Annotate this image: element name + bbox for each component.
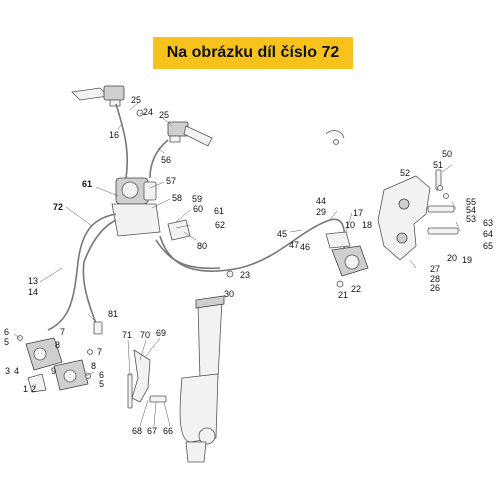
- callout-25: 25: [131, 95, 141, 105]
- sensor-bracket: [127, 349, 167, 409]
- callout-7: 7: [97, 347, 102, 357]
- callout-81: 81: [108, 309, 118, 319]
- highlight-banner: Na obrázku díl číslo 72: [153, 37, 353, 69]
- callout-22: 22: [351, 284, 361, 294]
- callout-7: 7: [60, 327, 65, 337]
- callout-14: 14: [28, 287, 38, 297]
- brake-hoses: [47, 103, 346, 331]
- wheel-speed-sensor: [93, 321, 103, 335]
- callout-58: 58: [172, 193, 182, 203]
- callout-55: 55: [466, 197, 476, 207]
- callout-64: 64: [483, 229, 493, 239]
- callout-59: 59: [192, 194, 202, 204]
- callout-63: 63: [483, 218, 493, 228]
- front-fork-leg: [179, 295, 225, 463]
- callout-69: 69: [156, 328, 166, 338]
- callout-21: 21: [338, 290, 348, 300]
- callout-56: 56: [161, 155, 171, 165]
- callout-6: 6: [99, 370, 104, 380]
- callout-16: 16: [109, 130, 119, 140]
- callout-4: 4: [14, 366, 19, 376]
- callout-66: 66: [163, 426, 173, 436]
- callout-28: 28: [430, 274, 440, 284]
- rear-master-cylinder: [167, 121, 213, 147]
- callout-5: 5: [99, 379, 104, 389]
- callout-72: 72: [53, 202, 63, 212]
- callout-29: 29: [316, 207, 326, 217]
- callout-2: 2: [31, 384, 36, 394]
- callout-51: 51: [433, 160, 443, 170]
- callout-18: 18: [362, 220, 372, 230]
- callout-50: 50: [442, 149, 452, 159]
- callout-70: 70: [140, 330, 150, 340]
- callout-10: 10: [345, 220, 355, 230]
- callout-71: 71: [122, 330, 132, 340]
- callout-1: 1: [23, 384, 28, 394]
- callout-8: 8: [91, 361, 96, 371]
- callout-25: 25: [159, 110, 169, 120]
- callout-44: 44: [316, 196, 326, 206]
- callout-60: 60: [193, 204, 203, 214]
- callout-3: 3: [5, 366, 10, 376]
- bracket: [167, 219, 191, 241]
- callout-9: 9: [51, 366, 56, 376]
- callout-61: 61: [82, 179, 92, 189]
- callout-24: 24: [143, 107, 153, 117]
- callout-23: 23: [240, 270, 250, 280]
- callout-57: 57: [166, 176, 176, 186]
- callout-30: 30: [224, 289, 234, 299]
- leader-lines: [13, 102, 461, 427]
- front-master-cylinder: [71, 85, 125, 107]
- callout-52: 52: [400, 168, 410, 178]
- callout-65: 65: [483, 241, 493, 251]
- callout-27: 27: [430, 264, 440, 274]
- callout-68: 68: [132, 426, 142, 436]
- front-caliper: [25, 337, 89, 393]
- callout-62: 62: [215, 220, 225, 230]
- abs-modulator: [111, 177, 161, 237]
- callout-46: 46: [300, 242, 310, 252]
- callout-5: 5: [4, 337, 9, 347]
- callout-8: 8: [55, 340, 60, 350]
- footrest-bracket: [377, 169, 459, 261]
- rear-caliper: [325, 231, 369, 277]
- callout-67: 67: [147, 426, 157, 436]
- callout-53: 53: [466, 214, 476, 224]
- callout-6: 6: [4, 327, 9, 337]
- callout-61: 61: [214, 206, 224, 216]
- callout-80: 80: [197, 241, 207, 251]
- callout-13: 13: [28, 276, 38, 286]
- callout-19: 19: [462, 255, 472, 265]
- callout-17: 17: [353, 208, 363, 218]
- callout-45: 45: [277, 229, 287, 239]
- callout-20: 20: [447, 253, 457, 263]
- callout-labels: 25 24 25 16 56 61 57 58 59 60 61 62 80 7…: [4, 95, 493, 436]
- callout-26: 26: [430, 283, 440, 293]
- callout-54: 54: [466, 205, 476, 215]
- callout-47: 47: [289, 240, 299, 250]
- hardware: [17, 109, 449, 379]
